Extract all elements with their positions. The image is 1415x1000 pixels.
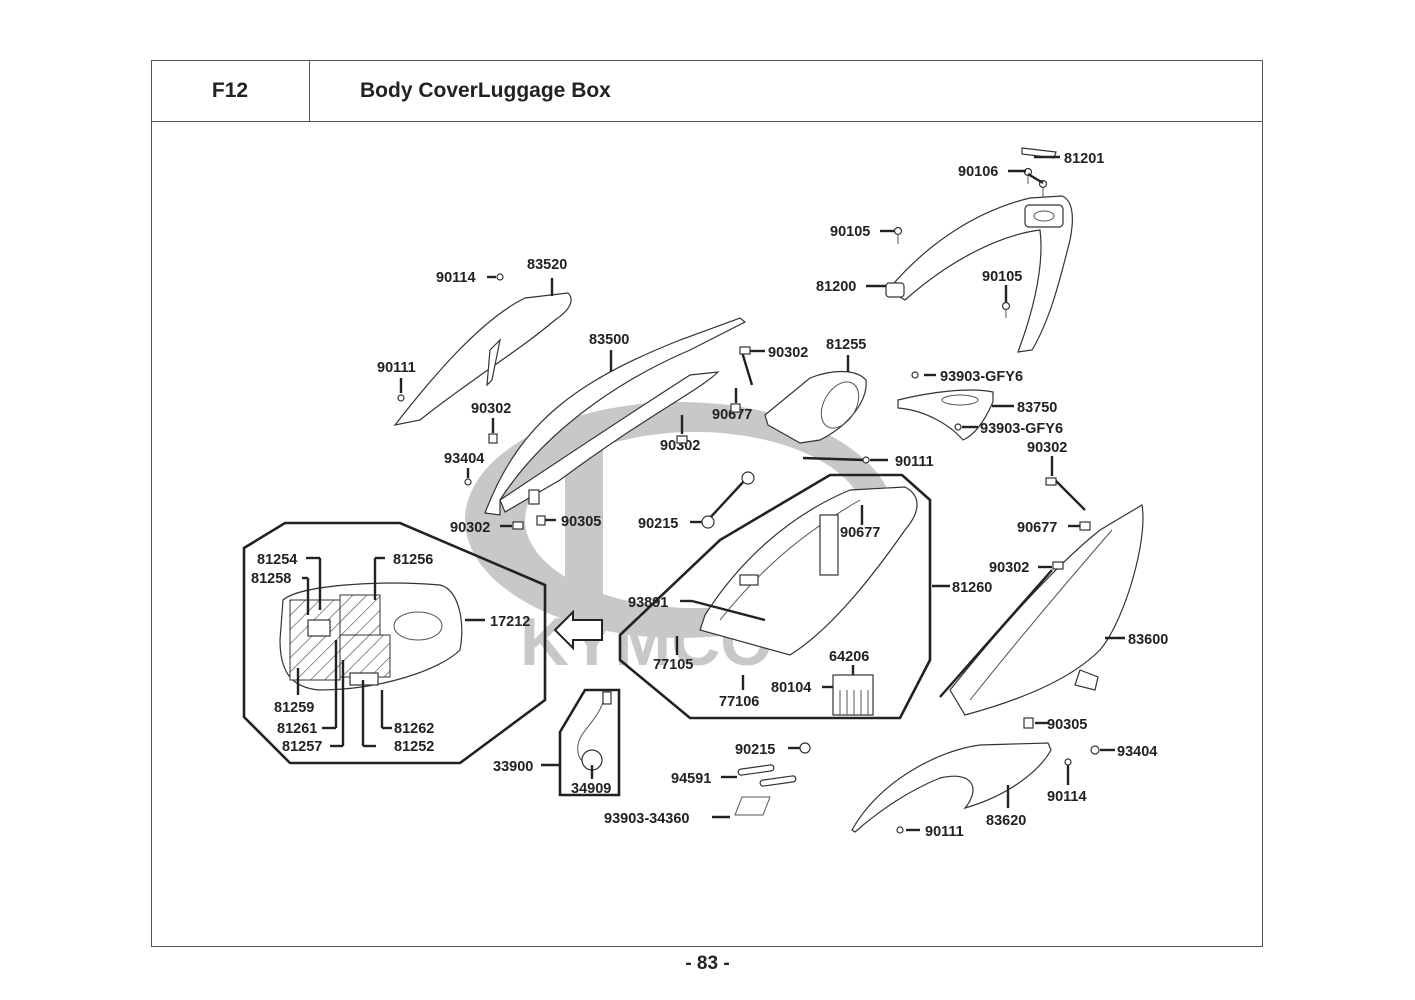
callout-93903-34360: 93903-34360	[604, 811, 689, 827]
cover-83750-part	[897, 389, 994, 441]
leader-lines	[296, 155, 1125, 832]
callout-93404: 93404	[444, 451, 484, 467]
callout-90302: 90302	[660, 438, 700, 454]
body-cover-83500-part	[484, 317, 747, 516]
callout-81255: 81255	[826, 337, 866, 353]
callout-81261: 81261	[277, 721, 317, 737]
callout-77106: 77106	[719, 694, 759, 710]
callout-33900: 33900	[493, 759, 533, 775]
callout-77105: 77105	[653, 657, 693, 673]
callout-81201: 81201	[1064, 151, 1104, 167]
callout-83750: 83750	[1017, 400, 1057, 416]
luggage-box-81260-part	[699, 486, 918, 656]
callout-labels: 81201 90106 90105 90105 81200 90114 8352…	[251, 151, 1168, 840]
callout-83500: 83500	[589, 332, 629, 348]
callout-83520: 83520	[527, 257, 567, 273]
callout-83620: 83620	[986, 813, 1026, 829]
callout-90105: 90105	[830, 224, 870, 240]
callout-34909: 34909	[571, 781, 611, 797]
callout-93903-gfy6: 93903-GFY6	[940, 369, 1023, 385]
seat-hinge-part	[734, 764, 797, 816]
callout-90305: 90305	[1047, 717, 1087, 733]
callout-90114: 90114	[436, 270, 476, 286]
body-cover-83600-part	[949, 504, 1144, 716]
fastener-icons	[464, 273, 1100, 834]
luggage-box-inset-box	[618, 473, 932, 720]
rear-side-cover-83520-part	[393, 292, 572, 426]
callout-93903-gfy6: 93903-GFY6	[980, 421, 1063, 437]
seat-lock-inset-box	[558, 688, 621, 797]
callout-90305: 90305	[561, 514, 601, 530]
callout-81254: 81254	[257, 552, 297, 568]
callout-81256: 81256	[393, 552, 433, 568]
callout-90105: 90105	[982, 269, 1022, 285]
callout-90677: 90677	[712, 407, 752, 423]
direction-arrow-icon	[553, 609, 603, 651]
screw-90106-icon	[1023, 167, 1048, 197]
callout-90111: 90111	[925, 824, 964, 840]
callout-90302: 90302	[471, 401, 511, 417]
callout-81258: 81258	[251, 571, 291, 587]
callout-93891: 93891	[628, 595, 668, 611]
section-code: F12	[151, 60, 310, 122]
callout-90677: 90677	[1017, 520, 1057, 536]
seat-lock-cable-part	[577, 691, 612, 771]
callout-64206: 64206	[829, 649, 869, 665]
seat-detail-17212-part	[279, 582, 463, 691]
body-cover-83620-part	[851, 742, 1052, 833]
screw-90105-icon	[893, 226, 1011, 318]
battery-part	[832, 674, 874, 716]
callout-90114: 90114	[1047, 789, 1087, 805]
rear-carrier-part	[885, 147, 1073, 353]
callout-81200: 81200	[816, 279, 856, 295]
callout-81252: 81252	[394, 739, 434, 755]
callout-90106: 90106	[958, 164, 998, 180]
callout-81259: 81259	[274, 700, 314, 716]
callout-81257: 81257	[282, 739, 322, 755]
page-title: Body CoverLuggage Box	[310, 60, 1263, 122]
callout-90302: 90302	[768, 345, 808, 361]
callout-90302: 90302	[450, 520, 490, 536]
callout-83600: 83600	[1128, 632, 1168, 648]
callout-90215: 90215	[638, 516, 678, 532]
callout-90111: 90111	[377, 360, 416, 376]
callout-90215: 90215	[735, 742, 775, 758]
callout-93404: 93404	[1117, 744, 1157, 760]
callout-17212: 17212	[490, 614, 530, 630]
callout-90302: 90302	[1027, 440, 1067, 456]
callout-80104: 80104	[771, 680, 811, 696]
callout-94591: 94591	[671, 771, 711, 787]
callout-90677: 90677	[840, 525, 880, 541]
seat-inset-box	[242, 521, 547, 765]
inner-cover-81255-part	[764, 370, 867, 444]
callout-81260: 81260	[952, 580, 992, 596]
callout-90111: 90111	[895, 454, 934, 470]
page-number: - 83 -	[685, 953, 730, 974]
callout-90302: 90302	[989, 560, 1029, 576]
callout-81262: 81262	[394, 721, 434, 737]
diagram-frame	[151, 60, 1263, 947]
